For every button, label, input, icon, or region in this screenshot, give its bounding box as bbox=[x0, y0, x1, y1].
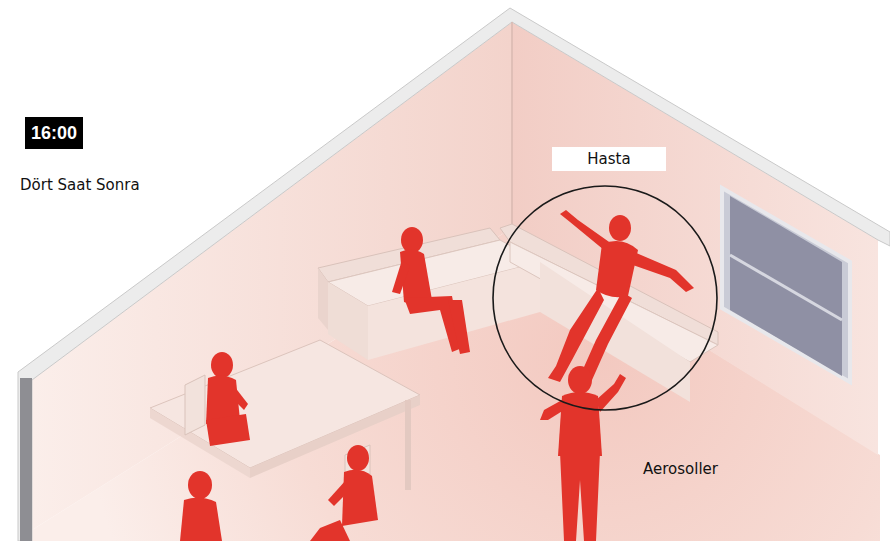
wall-section bbox=[20, 378, 32, 541]
person-figure bbox=[540, 366, 626, 541]
table-leg bbox=[405, 400, 411, 490]
right-wall bbox=[512, 22, 878, 455]
window bbox=[722, 188, 850, 382]
aerosol-label: Aerosoller bbox=[643, 460, 718, 478]
table-edge bbox=[250, 395, 420, 478]
sofa-arm bbox=[318, 268, 328, 330]
sofa-front bbox=[368, 262, 540, 360]
table-top bbox=[150, 340, 420, 468]
exposure-circle bbox=[493, 186, 717, 410]
window-glass bbox=[730, 196, 842, 376]
wall-top bbox=[18, 8, 890, 541]
person-figure bbox=[310, 445, 378, 541]
time-note: Dört Saat Sonra bbox=[20, 176, 140, 194]
patient-figure bbox=[548, 210, 694, 382]
node-text: Hasta bbox=[587, 150, 630, 168]
node-text: 16:00 bbox=[31, 123, 77, 144]
chair bbox=[185, 375, 205, 435]
person-figure bbox=[180, 471, 222, 541]
window-frame bbox=[730, 255, 842, 320]
patient-tag: Hasta bbox=[552, 147, 666, 171]
time-badge: 16:00 bbox=[25, 117, 83, 149]
person-figure bbox=[392, 227, 470, 354]
person-figure bbox=[206, 352, 250, 446]
wall-corner bbox=[511, 22, 513, 228]
